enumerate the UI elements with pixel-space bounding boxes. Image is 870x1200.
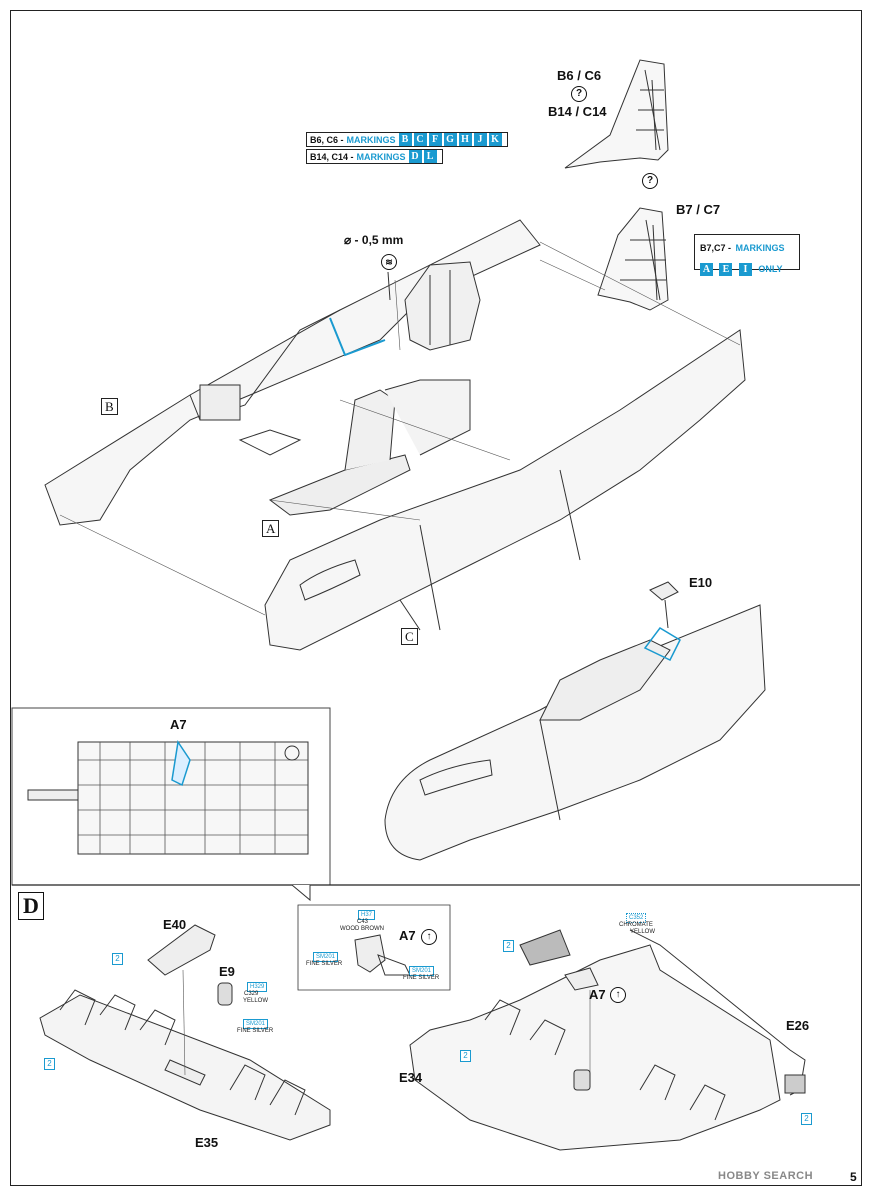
paint-ref-c352: C352 — [626, 913, 647, 923]
paint-c43: C43 — [357, 919, 369, 925]
label-e9: E9 — [219, 964, 235, 979]
label-a7-top: A7 — [170, 717, 187, 732]
drill-icon: ≋ — [381, 254, 397, 270]
paint-c329: C329 — [244, 991, 259, 997]
box-label-b: B — [101, 398, 118, 415]
arrow-up-icon-insert: ↑ — [421, 929, 437, 945]
paint-yellow: YELLOW — [243, 998, 269, 1004]
label-e10: E10 — [689, 575, 713, 590]
marking-chip-f: F — [428, 133, 442, 146]
marking-chip-h: H — [458, 133, 472, 146]
tail-fin-upper — [564, 59, 669, 169]
paint-ref-sm201-a: SM201 — [243, 1019, 269, 1029]
section-d-drawings — [12, 884, 860, 1151]
markings-box-parts: B7,C7 - — [700, 243, 732, 253]
paint-ref-sm201-b: SM201 — [313, 952, 339, 962]
label-a7-insert: A7 — [399, 928, 416, 943]
marking-chip-j: J — [473, 133, 487, 146]
markings-row2-parts: B14, C14 - — [310, 151, 354, 162]
rear-bulkhead — [404, 261, 481, 351]
sequence-ref-4: 2 — [460, 1050, 471, 1062]
sequence-ref-2: 2 — [44, 1058, 55, 1070]
paint-ref-h329: H329 — [247, 982, 268, 992]
paint-fine-silver-a: FINE SILVER — [237, 1028, 274, 1034]
a7-detail-frame — [297, 904, 451, 991]
label-e34: E34 — [399, 1070, 423, 1085]
markings-box-only: ONLY — [758, 264, 783, 274]
box-label-a: A — [262, 520, 280, 537]
box-label-d: D — [18, 892, 44, 920]
page-number: 5 — [850, 1170, 857, 1184]
markings-box-b7c7: B7,C7 - MARKINGS A E I ONLY — [694, 234, 800, 276]
label-e40: E40 — [163, 917, 187, 932]
watermark: HOBBY SEARCH — [718, 1170, 814, 1182]
paint-wood-brown: WOOD BROWN — [340, 926, 384, 932]
marking-chip-b: B — [398, 133, 412, 146]
marking-chip-g: G — [443, 133, 457, 146]
paint-chromate-yellow: YELLOW — [630, 929, 656, 935]
a7-inset-frame — [11, 707, 331, 886]
arrow-up-icon-right: ↑ — [610, 987, 626, 1003]
sequence-ref-1: 2 — [112, 953, 123, 965]
tail-fin-lower — [597, 207, 669, 311]
paint-fine-silver-b: FINE SILVER — [306, 961, 343, 967]
marking-chip-d: D — [408, 150, 422, 163]
fuselage-right-half — [264, 329, 746, 651]
label-b14-c14: B14 / C14 — [548, 104, 607, 119]
marking-chip-e: E — [719, 263, 733, 276]
label-a7-right: A7 — [589, 987, 606, 1002]
markings-box-word: MARKINGS — [735, 243, 785, 253]
label-e35: E35 — [195, 1135, 219, 1150]
paint-ref-sm201-c: SM201 — [409, 966, 435, 976]
paint-fine-silver-c: FINE SILVER — [403, 975, 440, 981]
marking-chip-a: A — [700, 263, 713, 276]
marking-chip-l: L — [423, 150, 437, 163]
question-symbol-lower: ? — [642, 173, 658, 189]
label-b6-c6: B6 / C6 — [557, 68, 602, 83]
marking-chip-k: K — [488, 133, 502, 146]
label-drill-size: ⌀ - 0,5 mm — [344, 233, 404, 247]
marking-chip-c: C — [413, 133, 427, 146]
markings-row2-word: MARKINGS — [356, 151, 406, 162]
box-label-c: C — [401, 628, 418, 645]
markings-row-b6c6: B6, C6 - MARKINGS B C F G H J K — [306, 132, 508, 147]
paint-ref-h37: H37 — [358, 910, 376, 920]
question-symbol-top: ? — [571, 86, 587, 102]
markings-row1-word: MARKINGS — [346, 134, 396, 145]
label-e26: E26 — [786, 1018, 810, 1033]
sequence-ref-5: 2 — [801, 1113, 812, 1125]
sequence-ref-3: 2 — [503, 940, 514, 952]
markings-row-b14c14: B14, C14 - MARKINGS D L — [306, 149, 443, 164]
paint-chromate: CHROMATE — [619, 922, 653, 928]
fuselage-assembled — [384, 581, 766, 861]
label-b7-c7: B7 / C7 — [676, 202, 721, 217]
cockpit-floor — [238, 379, 471, 516]
page-frame — [10, 10, 862, 1186]
marking-chip-i: I — [738, 263, 752, 276]
markings-row1-parts: B6, C6 - — [310, 134, 344, 145]
